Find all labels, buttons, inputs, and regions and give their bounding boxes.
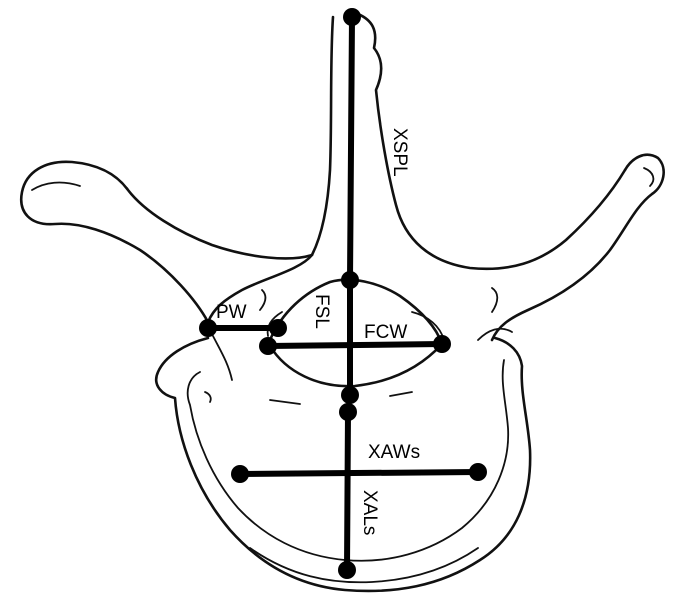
xspl-bottom-point bbox=[341, 271, 359, 289]
right-transverse-tip bbox=[644, 168, 653, 186]
endplate-mark-left bbox=[205, 392, 211, 402]
xals-top-point bbox=[339, 403, 357, 421]
xspl-line bbox=[350, 17, 352, 280]
xaws-left-point bbox=[231, 465, 249, 483]
fsl-label: FSL bbox=[311, 294, 332, 329]
fcw-label: FCW bbox=[364, 322, 407, 343]
fcw-left-point bbox=[259, 337, 277, 355]
left-transverse-process bbox=[21, 162, 312, 322]
spinal-canal-outline bbox=[270, 280, 442, 386]
fcw-right-point bbox=[433, 335, 451, 353]
right-transverse-process bbox=[492, 155, 664, 340]
xaws-right-point bbox=[469, 463, 487, 481]
spinous-process-outline bbox=[208, 17, 333, 322]
xals-label: XALs bbox=[359, 490, 380, 535]
xspl-top-point bbox=[343, 8, 361, 26]
fcw-line bbox=[268, 344, 442, 346]
pw-left-point bbox=[199, 319, 217, 337]
xals-line bbox=[347, 412, 348, 570]
xaws-label: XAWs bbox=[368, 442, 420, 463]
xals-bottom-point bbox=[338, 561, 356, 579]
left-transverse-tip bbox=[32, 183, 80, 190]
fsl-bottom-point bbox=[341, 386, 359, 404]
xspl-label: XSPL bbox=[389, 128, 410, 177]
endplate-mark-center bbox=[270, 392, 412, 404]
xaws-line bbox=[240, 472, 478, 474]
pw-label: PW bbox=[216, 302, 247, 323]
pw-right-point bbox=[269, 319, 287, 337]
